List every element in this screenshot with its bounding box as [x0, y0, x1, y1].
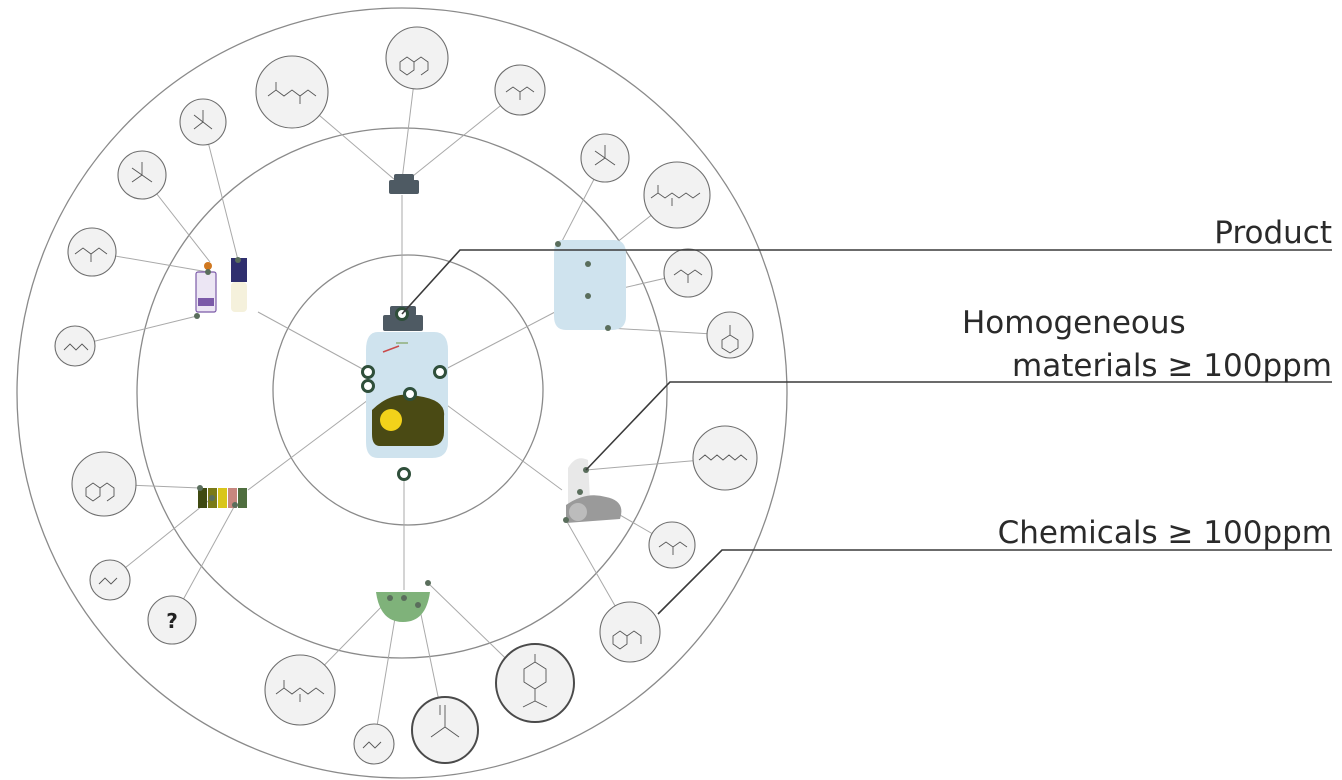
material-node [403, 387, 417, 401]
product-bottle [366, 306, 448, 458]
outer-ring [16, 7, 788, 779]
chemical-circle [648, 521, 696, 569]
cap-material [389, 174, 419, 194]
unknown-chemical-mark: ? [166, 609, 178, 633]
chemical-circle [692, 425, 758, 491]
chemical-circle [706, 311, 754, 359]
chemical-circle [264, 654, 336, 726]
material-node [433, 365, 447, 379]
chemical-circle [663, 248, 713, 298]
chemical-circle [580, 133, 630, 183]
chemical-circle [599, 601, 661, 663]
homogeneous-label-line1: Homogeneous [962, 305, 1186, 341]
measuring-cup-material [376, 580, 431, 622]
chemical-circle [411, 696, 479, 764]
material-node [361, 379, 375, 393]
chemical-circle [67, 227, 117, 277]
chemical-circle [353, 723, 395, 765]
chemical-circle [71, 451, 137, 517]
material-spokes [247, 195, 563, 590]
chemical-circle [117, 150, 167, 200]
homogeneous-leader-line [585, 381, 1332, 471]
chemical-circle [495, 643, 575, 723]
chemical-circle [89, 559, 131, 601]
bottle-body-material [554, 240, 626, 331]
product-label: Product [1214, 215, 1332, 251]
chemical-circle [494, 64, 546, 116]
homogeneous-label-line2: materials ≥ 100ppm [1012, 348, 1332, 384]
chemical-circle [643, 161, 711, 229]
unknown-chemical-circle: ? [147, 595, 197, 645]
chemicals-leader-line [657, 549, 1332, 615]
material-node [397, 467, 411, 481]
product-leader-line [401, 249, 1332, 315]
chemical-circle [255, 55, 329, 129]
chemical-circle [179, 98, 227, 146]
packaging-material [194, 257, 247, 319]
chemical-circle [54, 325, 96, 367]
material-node [361, 365, 375, 379]
liquid-ingredients-material [197, 485, 247, 508]
inner-ring [272, 254, 544, 526]
chemicals-label: Chemicals ≥ 100ppm [998, 515, 1332, 551]
chemical-circle [385, 26, 449, 90]
middle-ring [136, 127, 668, 659]
